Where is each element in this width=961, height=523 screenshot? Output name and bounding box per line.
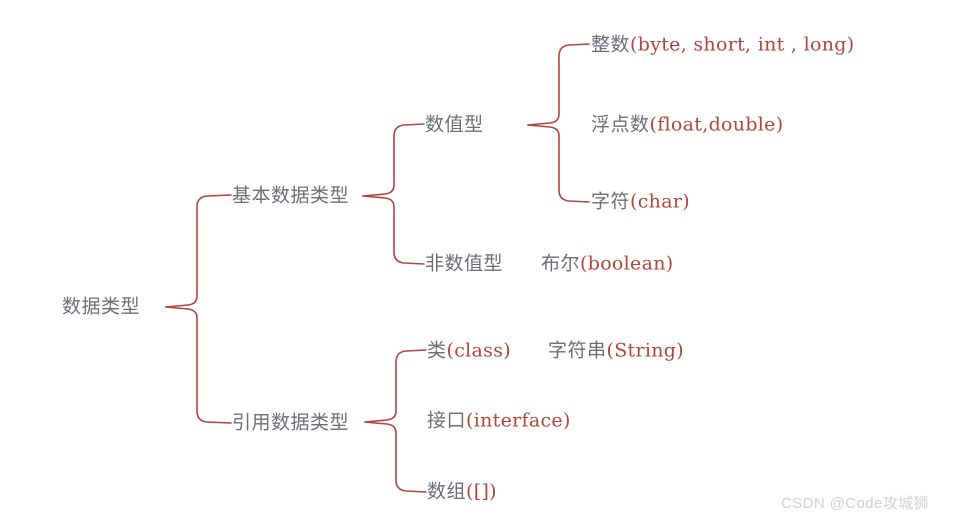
node-string-label-cn: 字符串 [548, 340, 607, 362]
brace-reference [364, 349, 427, 423]
node-interface-label-code: (interface) [466, 409, 571, 432]
node-root-label: 数据类型 [62, 296, 141, 318]
node-class-label-cn: 类 [427, 340, 447, 362]
brace-numeric [527, 43, 590, 126]
node-float: 浮点数(float,double) [591, 113, 784, 136]
node-integer-label-cn: 整数 [591, 34, 631, 56]
node-integer: 整数(byte, short, int , long) [591, 33, 855, 56]
node-array-label-code: ([]) [466, 480, 497, 503]
brace-root [165, 194, 232, 308]
node-interface-label-cn: 接口 [427, 410, 467, 432]
brace-root-lower [165, 306, 232, 424]
node-reference-types: 引用数据类型 [232, 414, 349, 433]
node-float-label-code: (float,double) [649, 113, 784, 136]
csdn-watermark: CSDN @Code攻城狮 [781, 495, 929, 512]
brace-numeric-lower [527, 124, 590, 203]
node-primitive-types: 基本数据类型 [232, 187, 349, 206]
node-array-label-cn: 数组 [427, 481, 467, 503]
node-numeric-type-label: 数值型 [425, 114, 484, 136]
node-integer-label-code: (byte, short, int , long) [630, 33, 855, 56]
node-class-label-code: (class) [446, 339, 511, 362]
node-class: 类(class) [427, 339, 511, 362]
node-char: 字符(char) [591, 190, 690, 213]
node-char-label-cn: 字符 [591, 191, 631, 213]
node-non-numeric-type-label: 非数值型 [425, 253, 504, 275]
node-primitive-types-label: 基本数据类型 [232, 185, 350, 207]
brace-reference-lower [364, 421, 427, 493]
node-root: 数据类型 [62, 298, 140, 317]
node-string: 字符串(String) [548, 339, 684, 362]
node-boolean-label-cn: 布尔 [541, 253, 581, 275]
node-boolean-label-code: (boolean) [580, 252, 674, 275]
node-numeric-type: 数值型 [425, 116, 484, 135]
node-non-numeric-type: 非数值型 [425, 255, 503, 274]
node-string-label-code: (String) [606, 339, 684, 362]
node-boolean: 布尔(boolean) [541, 252, 674, 275]
brace-primitive-lower [362, 195, 425, 265]
brace-primitive [362, 123, 425, 197]
node-array: 数组([]) [427, 480, 497, 503]
node-reference-types-label: 引用数据类型 [232, 412, 350, 434]
node-char-label-code: (char) [630, 190, 690, 213]
node-interface: 接口(interface) [427, 409, 571, 432]
node-float-label-cn: 浮点数 [591, 114, 650, 136]
